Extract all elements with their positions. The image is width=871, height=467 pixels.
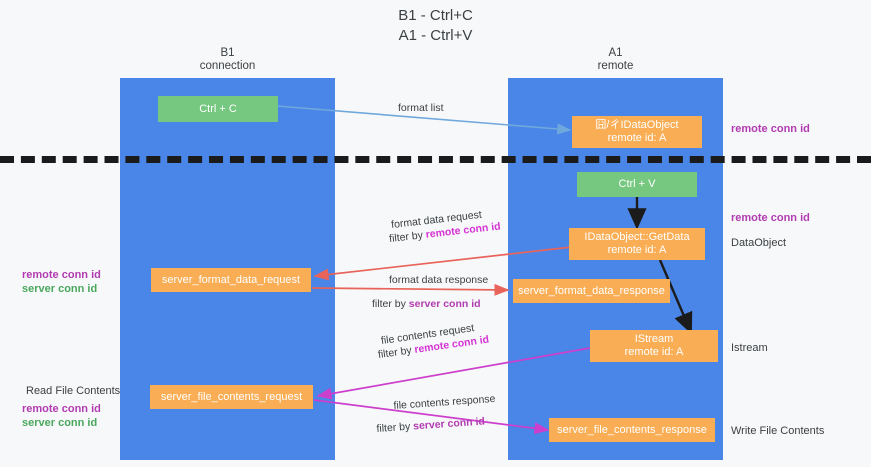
node-server-format-data-response-label: server_format_data_response xyxy=(518,284,665,297)
node-server-file-contents-request[interactable]: server_file_contents_request xyxy=(150,385,313,409)
node-server-file-contents-request-label: server_file_contents_request xyxy=(160,390,303,403)
node-ctrl-v[interactable]: Ctrl + V xyxy=(577,172,697,197)
edge-format-data-response xyxy=(311,283,510,296)
edge-label-file-contents-response-text: file contents response xyxy=(393,392,496,413)
node-server-file-contents-response[interactable]: server_file_contents_response xyxy=(549,418,715,442)
diagram-title: B1 - Ctrl+C A1 - Ctrl+V xyxy=(0,6,871,46)
annotation-right-remote-conn-1-text: remote conn id xyxy=(731,123,810,135)
annotation-right-istream-text: Istream xyxy=(731,342,768,354)
annotation-right-remote-conn-2-text: remote conn id xyxy=(731,212,810,224)
annotation-right-dataobject-text: DataObject xyxy=(731,237,787,249)
annotation-right-remote-conn-2: remote conn id xyxy=(731,211,810,225)
title-line-1: B1 - Ctrl+C xyxy=(398,7,473,24)
annotation-left-conn-ids: remote conn id server conn id xyxy=(22,268,101,296)
node-idataobject[interactable]: 囧/ㄔIDataObject remote id: A xyxy=(572,116,702,148)
phase-divider xyxy=(0,156,871,163)
node-ctrl-c[interactable]: Ctrl + C xyxy=(158,96,278,122)
annotation-left-remote-conn-id-2: remote conn id xyxy=(22,403,101,415)
filter-prefix-4: filter by xyxy=(376,420,414,436)
filter-prefix-3: filter by xyxy=(377,344,416,362)
annotation-right-istream: Istream xyxy=(731,341,768,355)
node-istream[interactable]: IStream remote id: A xyxy=(590,330,718,362)
node-ctrl-v-label: Ctrl + V xyxy=(618,178,656,190)
edge-label-file-contents-response-filter: filter by server conn id xyxy=(376,414,485,436)
node-server-format-data-response[interactable]: server_format_data_response xyxy=(513,279,670,303)
node-server-format-data-request-label: server_format_data_request xyxy=(161,273,301,286)
annotation-left-conn-ids-2: remote conn id server conn id xyxy=(22,402,101,430)
annotation-left-server-conn-id-2: server conn id xyxy=(22,417,98,429)
node-ctrl-c-label: Ctrl + C xyxy=(199,102,237,115)
node-server-format-data-request[interactable]: server_format_data_request xyxy=(151,268,311,292)
title-line-2: A1 - Ctrl+V xyxy=(398,27,473,44)
filter-prefix-1: filter by xyxy=(388,228,427,246)
annotation-left-read-file-contents: Read File Contents xyxy=(26,384,120,398)
node-getdata-remote-id: remote id: A xyxy=(607,244,667,256)
node-idataobject-title: 囧/ㄔIDataObject xyxy=(595,119,679,131)
node-istream-remote-id: remote id: A xyxy=(624,346,684,358)
node-idataobject-getdata[interactable]: IDataObject::GetData remote id: A xyxy=(569,228,705,260)
filter-key-server-conn-id-2: server conn id xyxy=(412,415,486,433)
lane-header-b1-name: B1 xyxy=(220,47,235,59)
edge-label-format-list-text: format list xyxy=(398,102,444,114)
node-idataobject-remote-id: remote id: A xyxy=(607,132,667,144)
edge-label-format-data-response-filter: filter by server conn id xyxy=(372,297,481,311)
node-getdata-title: IDataObject::GetData xyxy=(584,231,690,243)
edge-label-format-list: format list xyxy=(398,101,444,115)
annotation-left-read-file-contents-text: Read File Contents xyxy=(26,385,121,397)
annotation-right-write-file-contents: Write File Contents xyxy=(731,424,824,438)
node-istream-title: IStream xyxy=(634,333,674,345)
lane-header-a1-name: A1 xyxy=(608,47,623,59)
lane-header-a1-sub: remote xyxy=(597,60,634,72)
node-server-file-contents-response-label: server_file_contents_response xyxy=(557,423,707,436)
annotation-right-remote-conn-1: remote conn id xyxy=(731,122,810,136)
annotation-right-write-file-contents-text: Write File Contents xyxy=(731,425,825,437)
annotation-left-remote-conn-id: remote conn id xyxy=(22,269,101,281)
edge-label-file-contents-response: file contents response xyxy=(393,392,496,413)
lane-header-b1: B1 connection xyxy=(120,47,335,73)
annotation-left-server-conn-id: server conn id xyxy=(22,283,98,295)
edge-label-format-data-response-text: format data response xyxy=(389,274,489,286)
filter-prefix-2: filter by xyxy=(372,298,409,310)
filter-key-server-conn-id-1: server conn id xyxy=(408,298,481,310)
annotation-right-dataobject: DataObject xyxy=(731,236,786,250)
lane-header-b1-sub: connection xyxy=(199,60,256,72)
edge-label-format-data-response: format data response xyxy=(389,273,488,287)
lane-header-a1: A1 remote xyxy=(508,47,723,73)
